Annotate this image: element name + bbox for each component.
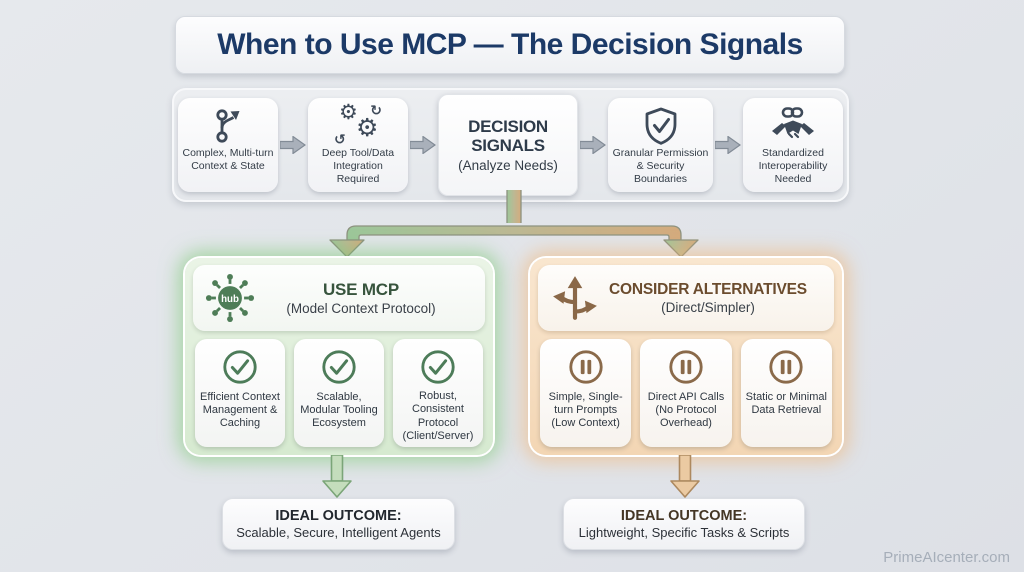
alternatives-title: CONSIDER ALTERNATIVES [609,281,807,298]
check-circle-icon [419,347,457,386]
git-branch-icon [210,105,246,147]
shield-check-icon [644,105,678,147]
outcome-alternatives: IDEAL OUTCOME: Lightweight, Specific Tas… [563,498,805,550]
alternatives-panel: CONSIDER ALTERNATIVES (Direct/Simpler) S… [530,258,842,455]
decision-signals-box: DECISION SIGNALS (Analyze Needs) [438,94,578,196]
use-mcp-items: Efficient Context Management & Caching S… [185,337,493,447]
down-arrow-green-icon [322,455,352,498]
signal-label: Standardized Interoperability Needed [758,147,828,185]
pause-circle-icon [767,347,805,387]
watermark: PrimeAIcenter.com [883,549,1010,566]
gears-sync-icon: ⚙⚙ ↻↺ [334,101,382,147]
decision-subtitle: (Analyze Needs) [458,158,558,174]
signal-box-integration: ⚙⚙ ↻↺ Deep Tool/Data Integration Require… [308,98,408,192]
alternatives-item: Direct API Calls (No Protocol Overhead) [640,339,732,447]
hub-icon-label: hub [221,294,239,305]
alternatives-item: Simple, Single-turn Prompts (Low Context… [540,339,632,447]
use-mcp-panel: hub USE MCP (Model Context Protocol) Eff… [185,258,493,455]
item-label: Efficient Context Management & Caching [200,391,280,430]
signal-label: Granular Permission & Security Boundarie… [612,147,709,185]
use-mcp-title: USE MCP [322,280,400,299]
outcome-title: IDEAL OUTCOME: [275,508,402,524]
pause-circle-icon [667,347,705,387]
title-card: When to Use MCP — The Decision Signals [175,16,845,74]
signal-label: Deep Tool/Data Integration Required [321,147,395,185]
use-mcp-item: Scalable, Modular Tooling Ecosystem [294,339,384,447]
signal-box-security: Granular Permission & Security Boundarie… [608,98,713,192]
signal-box-context: Complex, Multi-turn Context & State [178,98,278,192]
page-title: When to Use MCP — The Decision Signals [217,28,803,61]
alternatives-items: Simple, Single-turn Prompts (Low Context… [530,337,842,447]
use-mcp-subtitle: (Model Context Protocol) [286,301,436,316]
alternatives-header: CONSIDER ALTERNATIVES (Direct/Simpler) [538,265,834,331]
signal-box-interoperability: Standardized Interoperability Needed [743,98,843,192]
item-label: Direct API Calls (No Protocol Overhead) [647,391,725,430]
check-circle-icon [221,347,259,387]
item-label: Simple, Single-turn Prompts (Low Context… [548,391,623,430]
outcome-subtitle: Scalable, Secure, Intelligent Agents [236,525,441,540]
alternatives-item: Static or Minimal Data Retrieval [740,339,832,447]
item-label: Scalable, Modular Tooling Ecosystem [300,391,378,430]
branching-arrows-icon [546,274,604,322]
decision-title: DECISION SIGNALS [468,116,548,155]
handshake-link-icon [771,105,815,147]
outcome-mcp: IDEAL OUTCOME: Scalable, Secure, Intelli… [222,498,455,550]
use-mcp-header: hub USE MCP (Model Context Protocol) [193,265,485,331]
item-label: Robust, Consistent Protocol (Client/Serv… [402,390,474,442]
arrow-right-icon [715,136,741,154]
signals-row: Complex, Multi-turn Context & State ⚙⚙ ↻… [172,88,849,202]
arrow-right-icon [410,136,436,154]
signal-label: Complex, Multi-turn Context & State [182,147,274,172]
alternatives-subtitle: (Direct/Simpler) [661,300,755,315]
check-circle-icon [320,347,358,387]
arrow-right-icon [580,136,606,154]
use-mcp-item: Efficient Context Management & Caching [195,339,285,447]
hub-icon: hub [201,272,259,324]
pause-circle-icon [567,347,605,387]
outcome-subtitle: Lightweight, Specific Tasks & Scripts [578,525,790,540]
item-label: Static or Minimal Data Retrieval [745,391,827,417]
arrow-right-icon [280,136,306,154]
split-connector [329,190,699,258]
outcome-title: IDEAL OUTCOME: [620,508,748,524]
down-arrow-orange-icon [670,455,700,498]
use-mcp-item: Robust, Consistent Protocol (Client/Serv… [393,339,483,447]
